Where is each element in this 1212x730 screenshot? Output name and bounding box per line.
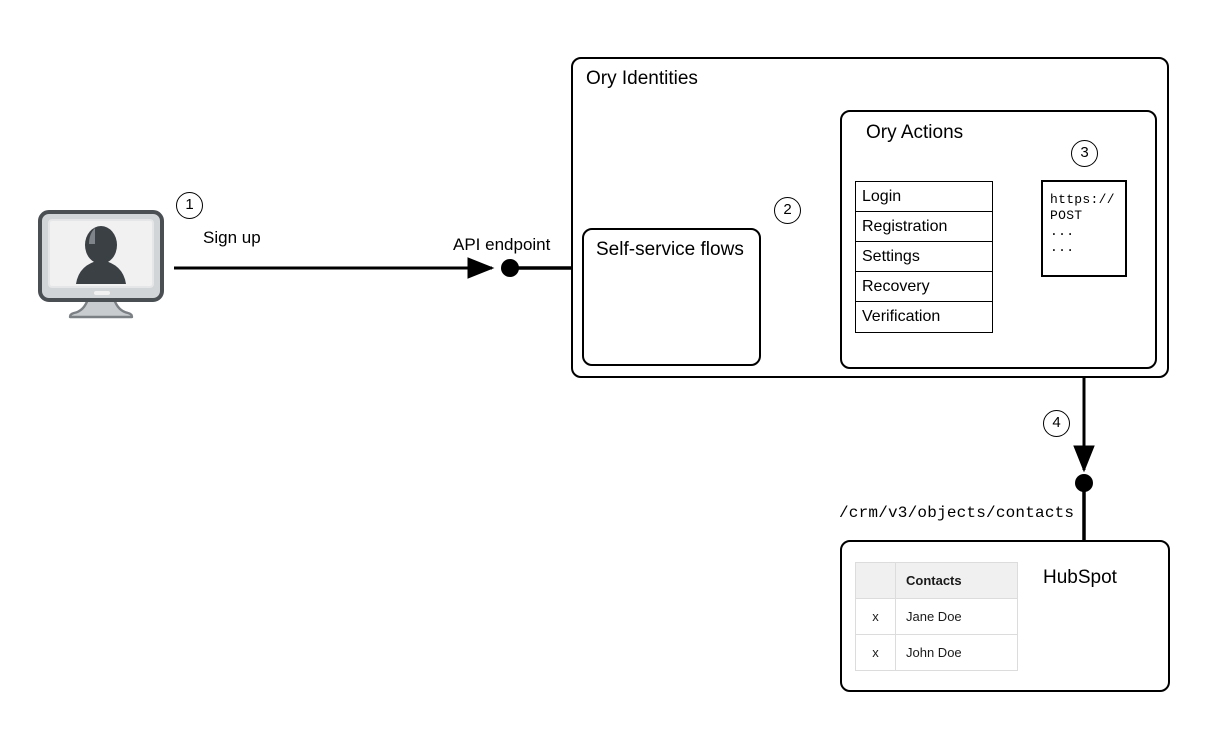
- edge-label-crm-path: /crm/v3/objects/contacts: [839, 504, 1075, 522]
- ory-actions-title: Ory Actions: [866, 122, 964, 143]
- flow-item-verification[interactable]: Verification: [856, 302, 992, 332]
- webhook-line-body-1: ...: [1050, 224, 1075, 239]
- webhook-line-url: https://: [1050, 192, 1115, 207]
- row-contact-name: Jane Doe: [895, 598, 1018, 635]
- webhook-line-method: POST: [1050, 208, 1083, 223]
- webhook-line-body-2: ...: [1050, 240, 1075, 255]
- row-mark: x: [855, 598, 896, 635]
- step-badge-2: 2: [774, 197, 801, 224]
- hubspot-title: HubSpot: [1043, 567, 1117, 588]
- table-header-row: Contacts: [855, 562, 1018, 599]
- step-badge-4: 4: [1043, 410, 1070, 437]
- flow-item-registration[interactable]: Registration: [856, 212, 992, 242]
- table-row[interactable]: x John Doe: [855, 634, 1018, 671]
- row-contact-name: John Doe: [895, 634, 1018, 671]
- flow-item-login[interactable]: Login: [856, 182, 992, 212]
- flow-item-recovery[interactable]: Recovery: [856, 272, 992, 302]
- edge-label-api-endpoint: API endpoint: [453, 235, 551, 254]
- webhook-payload-box: https:// POST ... ...: [1041, 180, 1127, 277]
- ory-identities-title: Ory Identities: [586, 68, 698, 89]
- step-badge-3: 3: [1071, 140, 1098, 167]
- step-badge-1: 1: [176, 192, 203, 219]
- self-service-flow-list: Login Registration Settings Recovery Ver…: [855, 181, 993, 333]
- table-header-mark: [855, 562, 896, 599]
- table-row[interactable]: x Jane Doe: [855, 598, 1018, 635]
- self-service-flows-box: [582, 228, 761, 366]
- table-header-contacts: Contacts: [895, 562, 1018, 599]
- user-monitor-icon: [38, 210, 164, 319]
- row-mark: x: [855, 634, 896, 671]
- self-service-flows-title: Self-service flows: [596, 239, 744, 260]
- edge-label-signup: Sign up: [203, 228, 261, 247]
- api-endpoint-dot: [501, 259, 519, 277]
- flow-item-settings[interactable]: Settings: [856, 242, 992, 272]
- contacts-table: Contacts x Jane Doe x John Doe: [855, 562, 1018, 671]
